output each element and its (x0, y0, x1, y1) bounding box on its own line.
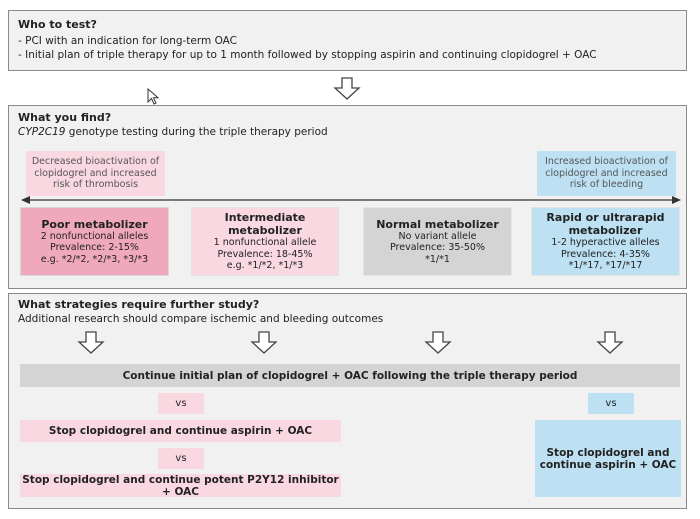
decreased-bioactivation-note: Decreased bioactivation of clopidogrel a… (26, 151, 165, 196)
normal-metabolizer-prevalence: Prevalence: 35-50% (390, 242, 485, 254)
right-box-line-1: Stop clopidogrel and (546, 446, 670, 459)
increased-bioactivation-note: Increased bioactivation of clopidogrel a… (537, 151, 676, 196)
stop-clopidogrel-aspirin-blue-box: Stop clopidogrel and continue aspirin + … (535, 420, 681, 497)
who-to-test-title: Who to test? (18, 18, 97, 31)
rapid-metabolizer-title-1: Rapid or ultrarapid (546, 211, 665, 225)
stop-clopidogrel-p2y12-option: Stop clopidogrel and continue potent P2Y… (20, 474, 341, 498)
left-note-line-3: risk of thrombosis (52, 179, 139, 191)
right-note-line-1: Increased bioactivation of (545, 156, 668, 168)
arrow-down-icon (333, 77, 361, 100)
rapid-metabolizer-example: *1/*17, *17/*17 (568, 260, 643, 272)
right-note-line-2: clopidogrel and increased (545, 167, 668, 179)
rapid-metabolizer-alleles: 1-2 hyperactive alleles (551, 237, 660, 249)
who-to-test-line-2: - Initial plan of triple therapy for up … (18, 49, 597, 61)
stop-clopidogrel-aspirin-option: Stop clopidogrel and continue aspirin + … (20, 420, 341, 442)
vs-label-1: vs (158, 393, 204, 414)
poor-metabolizer-box: Poor metabolizer 2 nonfunctional alleles… (20, 207, 169, 276)
continue-plan-bar: Continue initial plan of clopidogrel + O… (20, 364, 680, 387)
normal-metabolizer-title: Normal metabolizer (376, 217, 499, 231)
intermediate-metabolizer-alleles: 1 nonfunctional allele (213, 237, 317, 249)
strategies-title: What strategies require further study? (18, 298, 260, 311)
rapid-metabolizer-prevalence: Prevalence: 4-35% (561, 248, 650, 260)
left-note-line-1: Decreased bioactivation of (31, 156, 160, 168)
intermediate-metabolizer-example: e.g. *1/*2, *1/*3 (226, 260, 304, 272)
left-note-line-2: clopidogrel and increased (34, 167, 157, 179)
intermediate-metabolizer-prevalence: Prevalence: 18-45% (217, 248, 313, 260)
poor-metabolizer-prevalence: Prevalence: 2-15% (50, 242, 139, 254)
arrow-down-icon (596, 331, 624, 354)
poor-metabolizer-example: e.g. *2/*2, *2/*3, *3/*3 (40, 253, 149, 265)
poor-metabolizer-alleles: 2 nonfunctional alleles (40, 230, 149, 242)
subtitle-rest: genotype testing during the triple thera… (65, 126, 328, 138)
who-to-test-panel: Who to test? - PCI with an indication fo… (8, 10, 687, 71)
rapid-metabolizer-title-2: metabolizer (568, 224, 643, 238)
double-arrow-icon (21, 196, 681, 204)
intermediate-metabolizer-box: Intermediate metabolizer 1 nonfunctional… (191, 207, 339, 276)
arrow-down-icon (77, 331, 105, 354)
normal-metabolizer-alleles: No variant allele (398, 230, 477, 242)
what-you-find-subtitle: CYP2C19 genotype testing during the trip… (18, 125, 328, 139)
normal-metabolizer-box: Normal metabolizer No variant allele Pre… (363, 207, 512, 276)
rapid-metabolizer-box: Rapid or ultrarapid metabolizer 1-2 hype… (531, 207, 680, 276)
strategies-subtitle: Additional research should compare ische… (18, 313, 384, 325)
gene-name: CYP2C19 (18, 126, 66, 138)
vs-label-2: vs (158, 448, 204, 469)
who-to-test-line-1: - PCI with an indication for long-term O… (18, 35, 237, 47)
normal-metabolizer-example: *1/*1 (425, 253, 450, 265)
right-box-line-2: continue aspirin + OAC (539, 458, 677, 471)
intermediate-metabolizer-title: Intermediate metabolizer (224, 211, 306, 238)
what-you-find-title: What you find? (18, 111, 112, 124)
arrow-down-icon (424, 331, 452, 354)
poor-metabolizer-title: Poor metabolizer (41, 217, 148, 231)
right-note-line-3: risk of bleeding (569, 179, 644, 191)
arrow-down-icon (250, 331, 278, 354)
mouse-cursor-icon (147, 88, 160, 105)
vs-label-right: vs (588, 393, 634, 414)
